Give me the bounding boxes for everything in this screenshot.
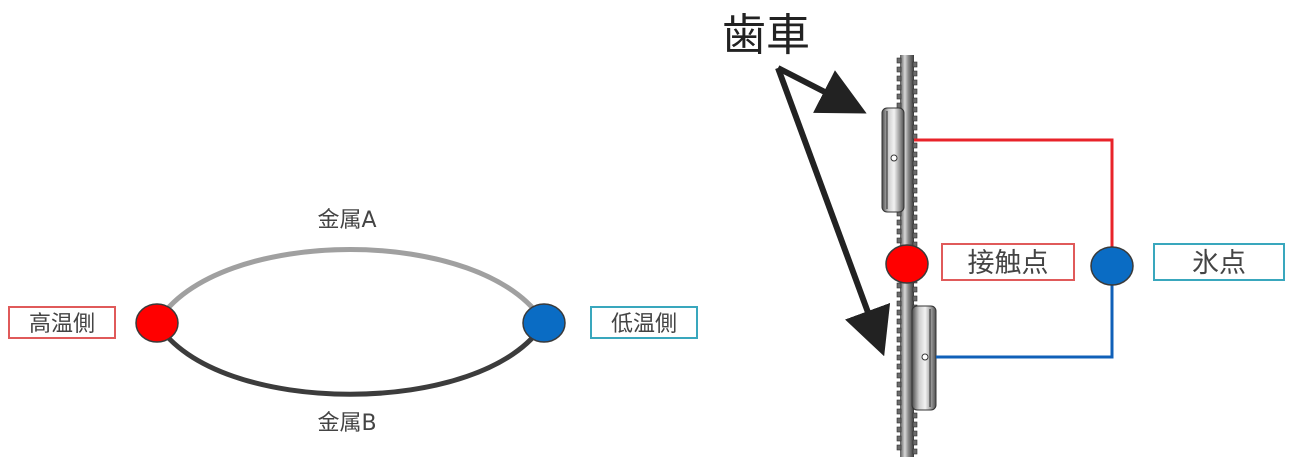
contact-point-label: 接触点 [968,248,1049,279]
cold-junction [522,303,566,343]
ice-point-junction [1090,246,1134,286]
blue-wire [936,265,1114,359]
contact-point-junction [885,244,929,284]
contact-point-box [941,243,1075,281]
gear-arrow-upper [776,65,867,114]
thermocouple-loop-diagram: 金属A 金属B 高温側 低温側 [8,208,698,436]
hot-side-box [8,306,116,339]
cold-side-box [590,306,698,339]
metal-a-wire [154,247,547,325]
lower-gear [911,305,937,411]
hot-side-label: 高温側 [29,312,95,337]
gear-arrow-lower [775,66,891,357]
cold-side-label: 低温側 [611,312,677,337]
gear-setup-diagram: 歯車 接触点 氷点 [722,10,1285,457]
metal-b-wire [154,321,547,397]
ice-point-label: 氷点 [1192,248,1246,279]
hot-junction [135,303,179,343]
red-wire [914,138,1114,265]
gear-label: 歯車 [722,10,810,61]
ice-point-box [1153,243,1285,281]
metal-a-label: 金属A [317,208,376,233]
metal-b-label: 金属B [317,411,376,436]
upper-gear [881,107,905,213]
lower-gear-pin [921,353,929,361]
upper-gear-pin [890,154,898,162]
